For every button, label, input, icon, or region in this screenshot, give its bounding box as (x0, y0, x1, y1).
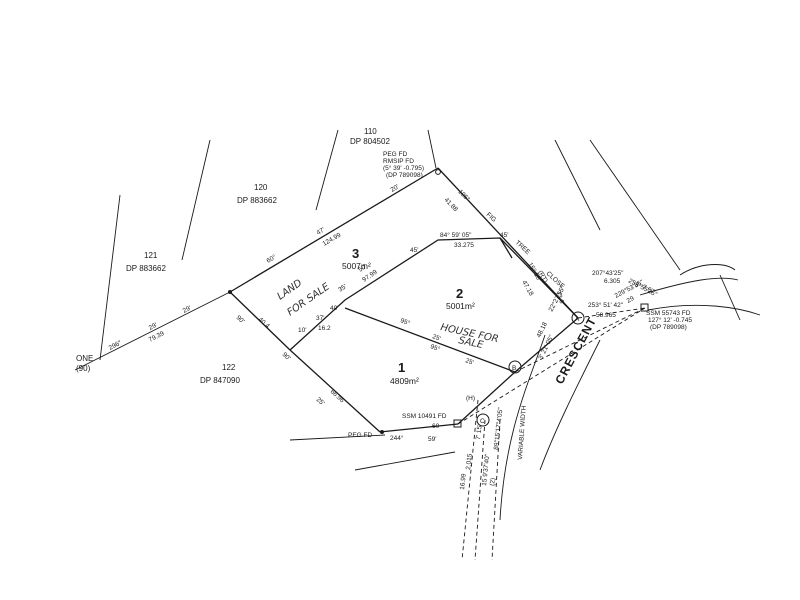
peg-top-label-2: RMSIP FD (383, 158, 414, 165)
dim-north-dist: 124.99 (322, 232, 343, 248)
neighbour-110-dp: DP 804502 (350, 137, 390, 146)
dim-north-bearing: 60° (265, 253, 278, 265)
neighbour-110-lot: 110 (364, 127, 377, 136)
neighbour-121-dp: DP 883662 (126, 264, 166, 273)
dim-arc-f: 29 (626, 295, 636, 305)
lot-1-number: 1 (398, 360, 405, 375)
dim-div3-h: 40' (330, 305, 338, 312)
lot-boundaries (229, 167, 579, 433)
dim-div3-f: 35' (337, 283, 348, 294)
neighbour-122-lot: 122 (222, 363, 236, 372)
peg-top-label-4: (DP 789098) (386, 172, 423, 179)
dim-div3-g: 45' (410, 247, 418, 254)
dim-road-d: 16.99 (459, 473, 468, 490)
dim-div3-b: 33.275 (454, 242, 474, 249)
lot-3-area: 5007m² (342, 261, 371, 271)
dim-arc-d: 58.965 (596, 312, 616, 319)
dim-road-b: 7' 15' (475, 424, 484, 440)
point-a: A (575, 316, 580, 323)
neighbour-122-dp: DP 847090 (200, 376, 240, 385)
edge-label-one: ONE (76, 354, 93, 363)
dim-arc-c: 253° 51' 42" (588, 301, 624, 309)
dim-div3-j: 16.2 (318, 325, 331, 332)
point-b: B (512, 365, 516, 372)
dim-div3-a: 84° 59' 05" (440, 231, 472, 239)
dim-div3-d: 50' (357, 263, 368, 274)
dim-div3-k: 10' (298, 327, 306, 334)
dim-div12-e: 95° (429, 342, 441, 353)
dim-bottom-a: 244° (390, 434, 404, 442)
survey-mark-symbols (228, 169, 649, 434)
dim-div3-c: 45' (500, 232, 508, 239)
edge-label-90: (90) (76, 364, 91, 373)
lot-2-number: 2 (456, 286, 463, 301)
dim-north-a: 20' (390, 183, 401, 193)
dim-bottom-b: 60 (432, 423, 440, 430)
point-h: (H) (466, 395, 475, 402)
lot-1-area: 4809m² (390, 376, 419, 386)
ssm-bottom-label: SSM 10491 FD (402, 413, 447, 420)
road-close-fig: FIG (485, 211, 498, 223)
dim-east-e: 73.6 (554, 290, 565, 305)
dim-north-b: 47' (316, 226, 327, 236)
dim-road-e: 89°15'17°4'05" (492, 406, 504, 450)
dim-sw-a: 90' (281, 351, 292, 362)
dim-top-east-b: 41.88 (443, 197, 460, 214)
ssm-right-label-1: SSM 55743 FD (646, 310, 691, 317)
dim-arc-b: 6.305 (604, 278, 621, 285)
dim-east-b: 47.18 (520, 280, 534, 298)
ssm-right-label-3: (DP 789098) (650, 324, 687, 331)
lot-2-area: 5001m² (446, 301, 475, 311)
point-c: C (480, 418, 485, 425)
dim-west-b: 29' (182, 305, 193, 315)
neighbour-120-lot: 120 (254, 183, 268, 192)
dim-div12-a: 95° (399, 316, 411, 327)
neighbour-120-dp: DP 883662 (237, 196, 277, 205)
dim-div12-d: 25' (464, 357, 474, 366)
peg-top-label-1: PEG FD (383, 151, 408, 158)
dim-div3-i: 37' (316, 315, 324, 322)
peg-top-label-3: (5° 39' -0.795) (383, 164, 424, 172)
survey-connectors (457, 307, 646, 561)
handwritten-house-2: SALE (457, 335, 484, 351)
dim-west-a: 29' (148, 322, 159, 332)
ssm-right-label-2: 127° 12' -0.745 (648, 316, 692, 324)
dim-road-f: (2) (489, 478, 497, 487)
dim-div12-c: 25' (431, 333, 441, 342)
neighbour-121-lot: 121 (144, 251, 158, 260)
dim-sw-b: 66.96 (329, 388, 346, 404)
dim-arc-a: 207°43'25" (592, 269, 624, 277)
peg-bottom-label: PEG FD (348, 432, 373, 439)
dim-sw-c: 25' (315, 396, 326, 407)
dim-road-a: 2.015 (465, 453, 474, 470)
road-variable-width: VARIABLE WIDTH (517, 405, 528, 460)
dim-west-l1-b: 90' (235, 314, 246, 325)
dim-west-l1-c: 40.4 (257, 316, 271, 330)
lot-3-number: 3 (352, 246, 359, 261)
dim-road-c: 15 9'37'40" (481, 453, 491, 486)
dim-bottom-c: 59' (428, 436, 436, 443)
